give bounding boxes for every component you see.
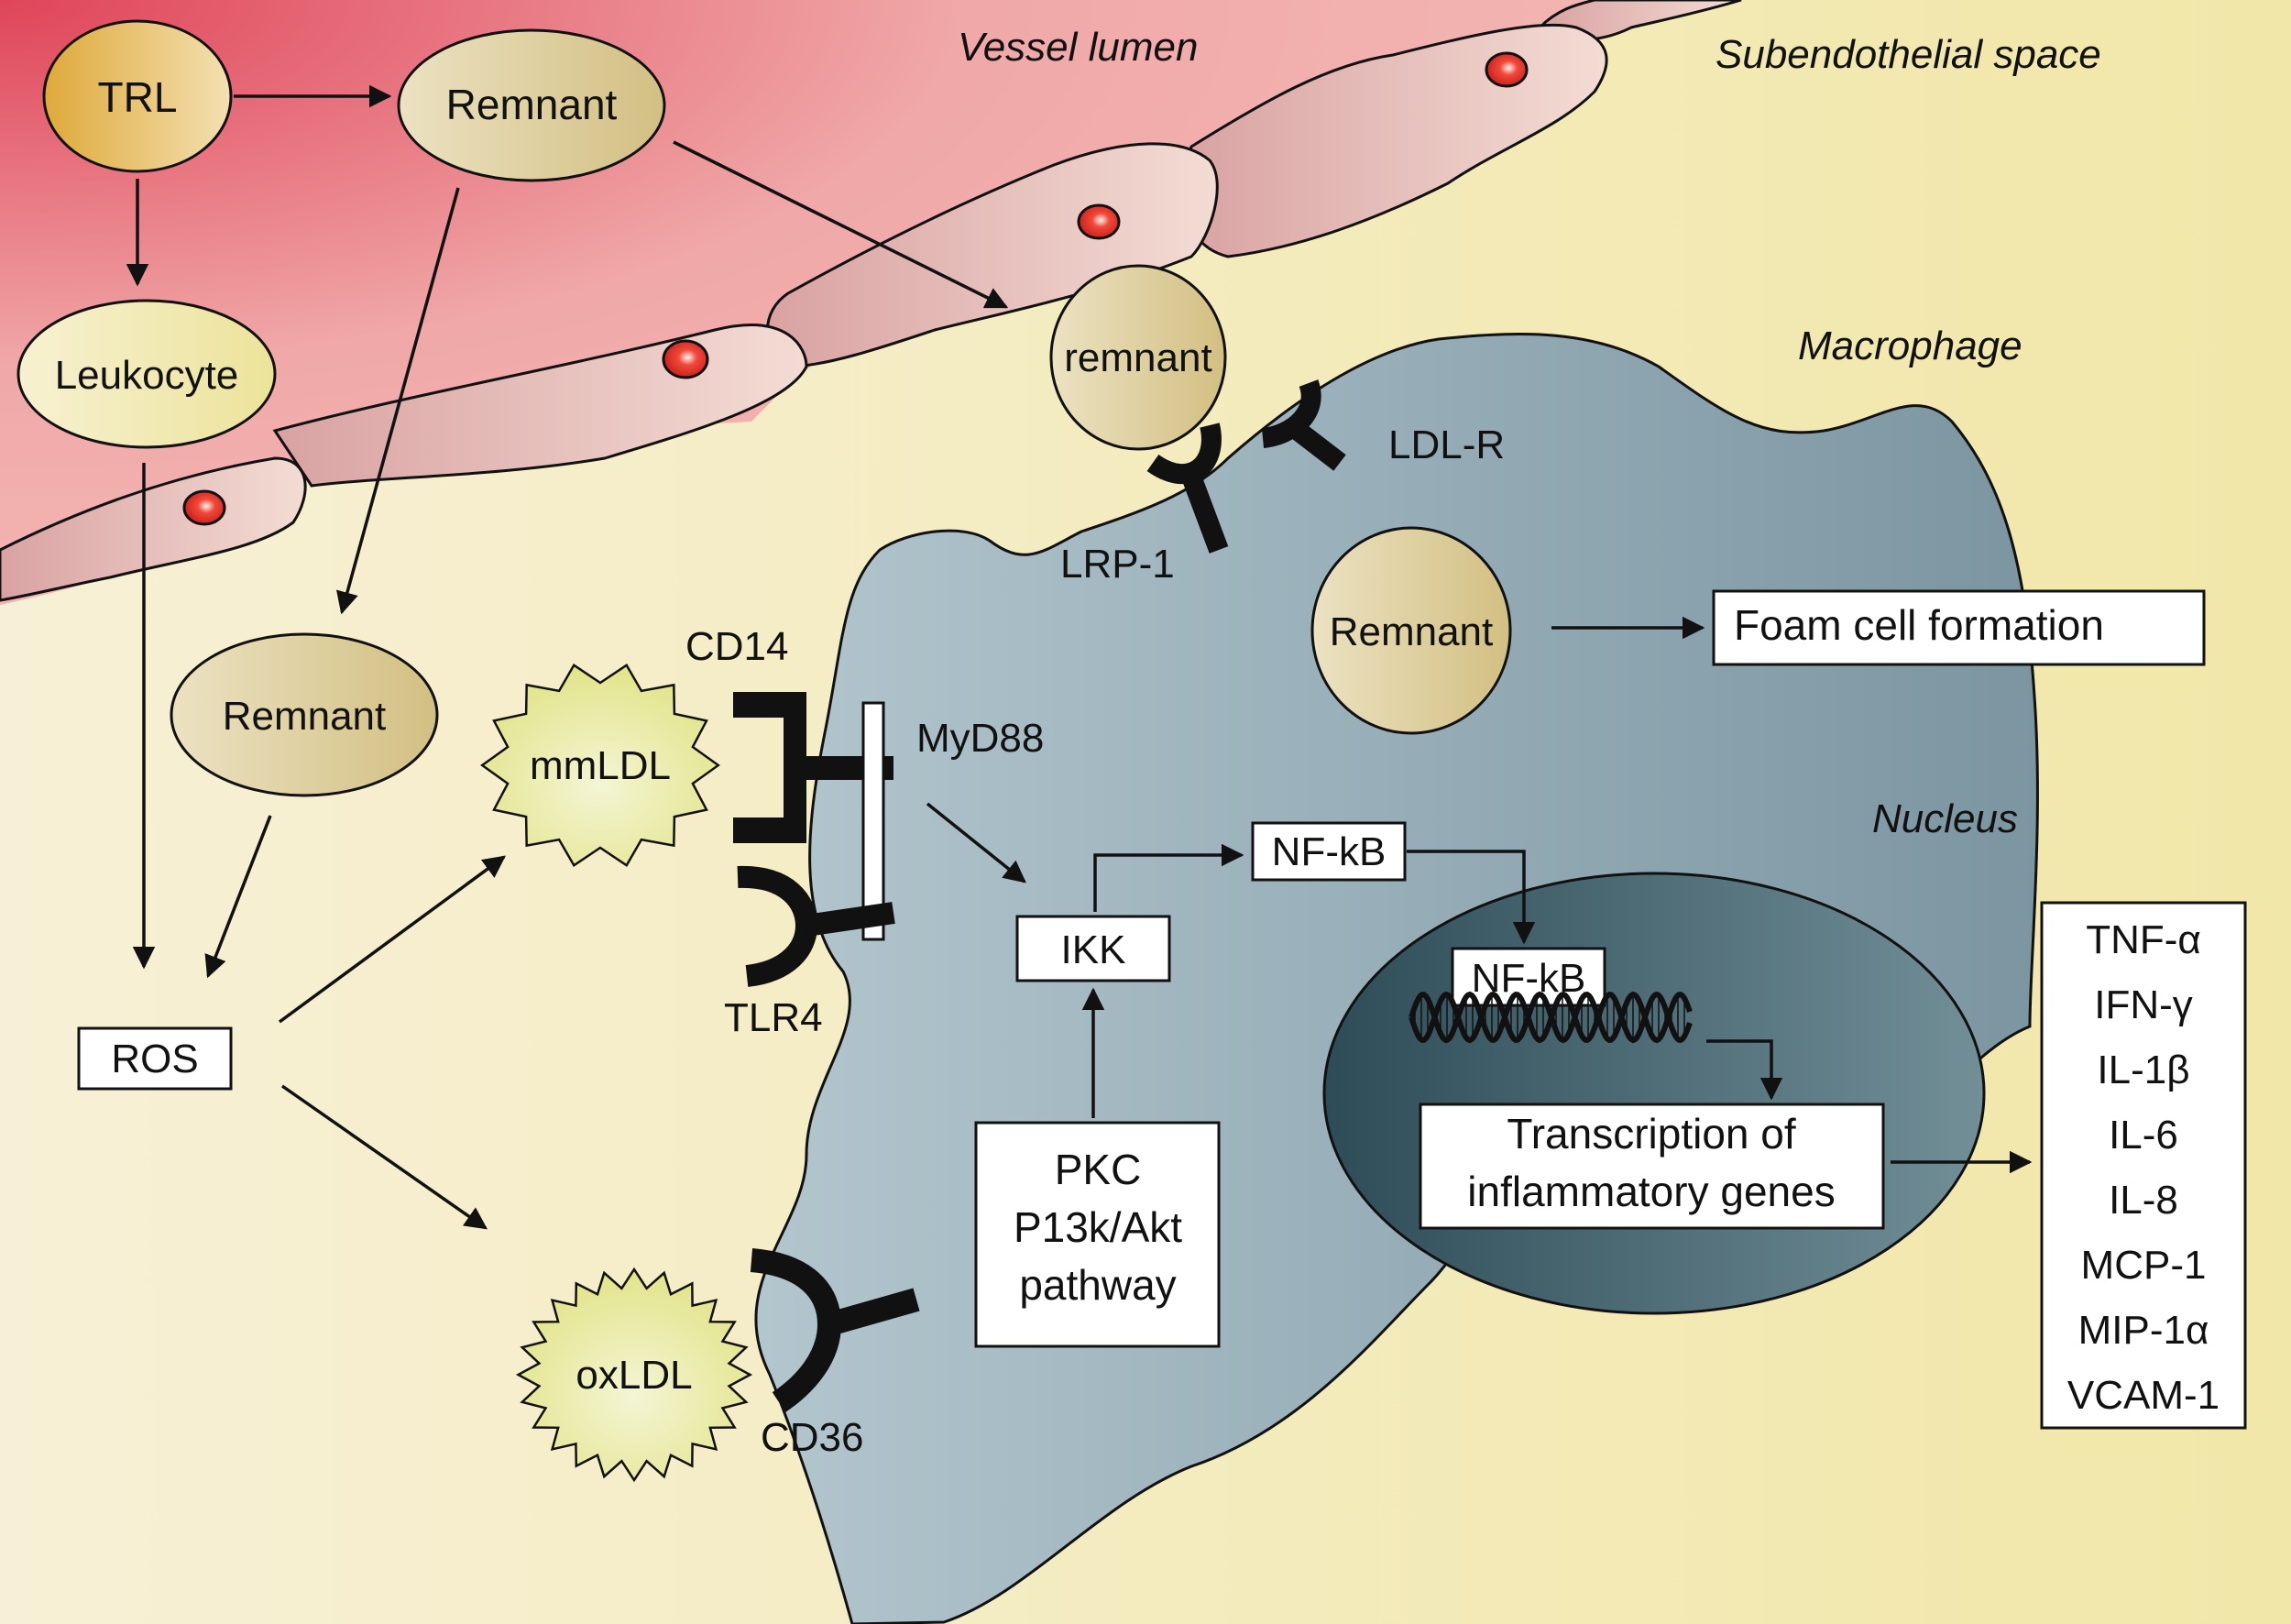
arrow-myd88-to-ikk [926,802,1026,883]
transcription-line: Transcription of [1507,1110,1796,1158]
pkc-pathway-box: PKC P13k/Akt pathway [974,1121,1221,1348]
mmldl-particle [480,664,720,867]
ldl-r-receptor [1261,379,1346,471]
transcription-box: Transcription of inflammatory genes [1419,1103,1885,1230]
remnant-receptor-particle: remnant [1049,264,1227,451]
red-nucleus-icon [182,489,226,526]
trl-label: TRL [98,73,178,121]
pkc-line: pathway [1019,1261,1176,1309]
transcription-line: inflammatory genes [1467,1168,1835,1215]
mmldl-label: mmLDL [530,743,671,788]
endothelial-cell [766,142,1219,368]
myd88-adaptor-bar [861,701,885,941]
arrow-ros-to-mmldl [278,855,506,1024]
ikk-label: IKK [1061,927,1126,972]
red-nucleus-icon [1077,203,1121,240]
tlr4-label: TLR4 [724,995,823,1040]
ikk-box: IKK [1015,915,1171,982]
cd36-label: CD36 [761,1415,864,1460]
foam-cell-formation-label: Foam cell formation [1734,601,2104,649]
cytokine-item: IL-1β [2097,1048,2189,1092]
cd14-label: CD14 [685,624,789,669]
cytokine-item: MCP-1 [2081,1243,2207,1288]
lrp-1-label: LRP-1 [1060,542,1175,587]
lrp-1-receptor [1146,422,1229,554]
cd36-receptor [750,1248,920,1412]
oxldl-label: oxLDL [575,1353,692,1398]
endothelial-cells [0,0,1742,602]
myd88-label: MyD88 [916,716,1044,761]
arrow-ikk-to-nfkb [1093,843,1244,912]
arrow-remnant-to-subendo [673,140,1009,309]
arrow-dna-to-transcription [1706,1039,1783,1101]
cytokine-item: IL-6 [2109,1113,2178,1158]
nfkb-nucleus-box: NF-kB [1451,947,1606,1007]
remnant-macrophage-label: Remnant [1330,609,1494,654]
cytokine-item: TNF-α [2086,917,2201,962]
oxldl-particle [515,1267,753,1483]
leukocyte-label: Leukocyte [55,353,239,398]
nfkb-cytoplasm-box: NF-kB [1251,821,1407,882]
nucleus-region [1322,872,1986,1315]
red-nucleus-icon [662,339,709,379]
endothelial-nuclei [182,51,1529,526]
red-nucleus-icon [1485,51,1529,88]
trl-particle: TRL [42,19,233,173]
cytokine-item: MIP-1α [2078,1308,2209,1353]
subendothelial-space-label: Subendothelial space [1716,32,2101,77]
remnant-receptor-label: remnant [1064,335,1211,380]
ros-box: ROS [77,1026,233,1091]
nucleus-label: Nucleus [1872,796,2018,841]
nfkb-cytoplasm-label: NF-kB [1272,829,1387,874]
arrow-nfkb-to-nucleus [1407,850,1536,945]
endothelial-cell [0,456,307,602]
ros-label: ROS [111,1037,198,1081]
arrow-ros-to-oxldl [280,1084,488,1230]
cytokine-item: VCAM-1 [2067,1373,2220,1418]
remnant-lumen-label: Remnant [446,81,618,128]
dna-helix-icon [1409,991,1693,1044]
remnant-macrophage-particle: Remnant [1310,526,1512,735]
cytokine-item: IL-8 [2109,1178,2178,1223]
foam-cell-formation-box: Foam cell formation [1712,589,2206,666]
pathway-arrows [126,84,2033,1230]
pkc-line: P13k/Akt [1014,1203,1182,1251]
arrow-remnant-to-ros [204,815,272,979]
remnant-subendothelial-particle: Remnant [170,632,439,797]
pkc-line: PKC [1055,1146,1142,1193]
remnant-subendothelial-label: Remnant [223,694,387,739]
cytokine-item: IFN-γ [2094,982,2193,1027]
arrow-remnant-to-remnant [336,187,460,615]
dna-strand [1409,991,1693,1044]
macrophage-label: Macrophage [1798,324,2022,368]
vessel-lumen-label: Vessel lumen [958,25,1199,70]
ldl-r-label: LDL-R [1388,422,1505,467]
tlr4-receptor [737,865,895,987]
leukocyte-cell: Leukocyte [16,299,277,449]
remnant-lumen-particle: Remnant [397,28,666,182]
